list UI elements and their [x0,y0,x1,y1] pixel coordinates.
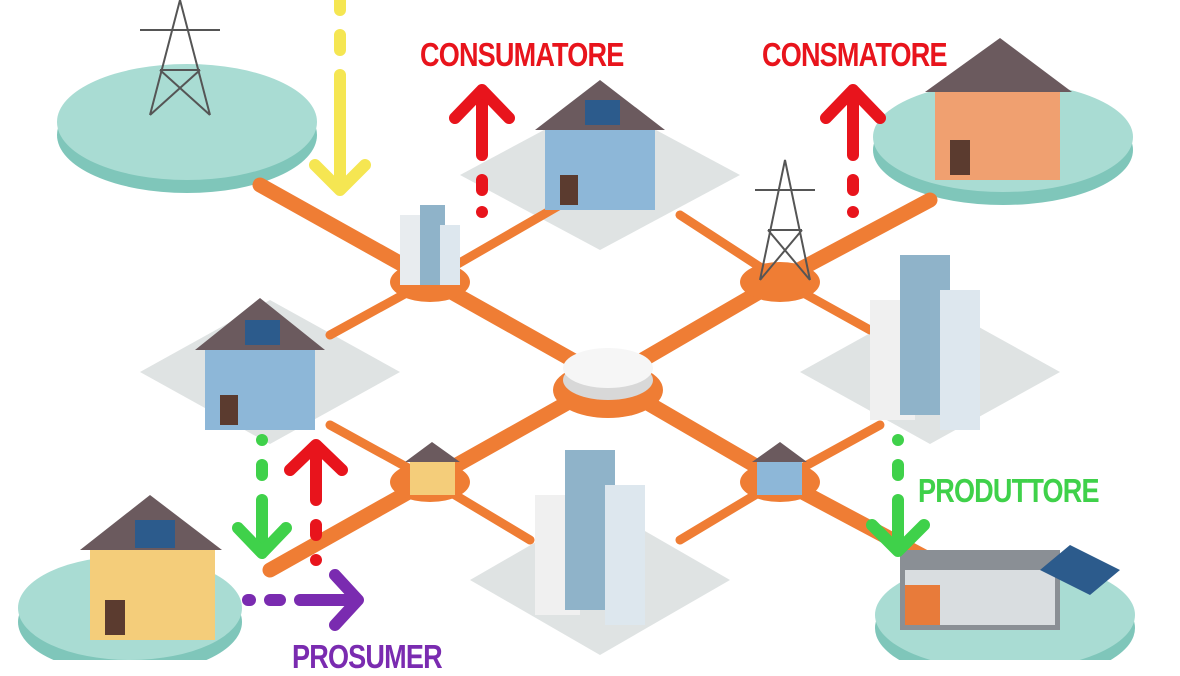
consumer-arrow-up-1 [449,84,515,218]
prosumer-arrow-up [284,439,348,566]
platform-top-left [57,64,317,180]
consumer-label-2: CONSMATORE [762,36,948,73]
producer-label: PRODUTTORE [918,472,1100,509]
prosumer-arrow-right [242,569,364,631]
building-icons [400,205,980,625]
consumer-label-1: CONSUMATORE [420,36,624,73]
pylon-icon [140,0,815,281]
flow-arrows [232,0,930,631]
house-icons [80,38,1072,640]
prosumer-label: PROSUMER [292,638,443,675]
house-top [535,80,665,210]
solar-panel-icon [1040,545,1120,595]
prosumer-arrow-down [232,434,292,559]
grid-input-arrow-down [309,0,371,196]
house-prosumer [80,495,222,640]
house-top-right [925,38,1072,180]
factory-icon [900,545,1120,630]
consumer-arrow-up-2 [820,84,886,218]
house-left [195,298,325,430]
smart-grid-illustration [18,0,1135,660]
producer-arrow-down [866,434,930,557]
